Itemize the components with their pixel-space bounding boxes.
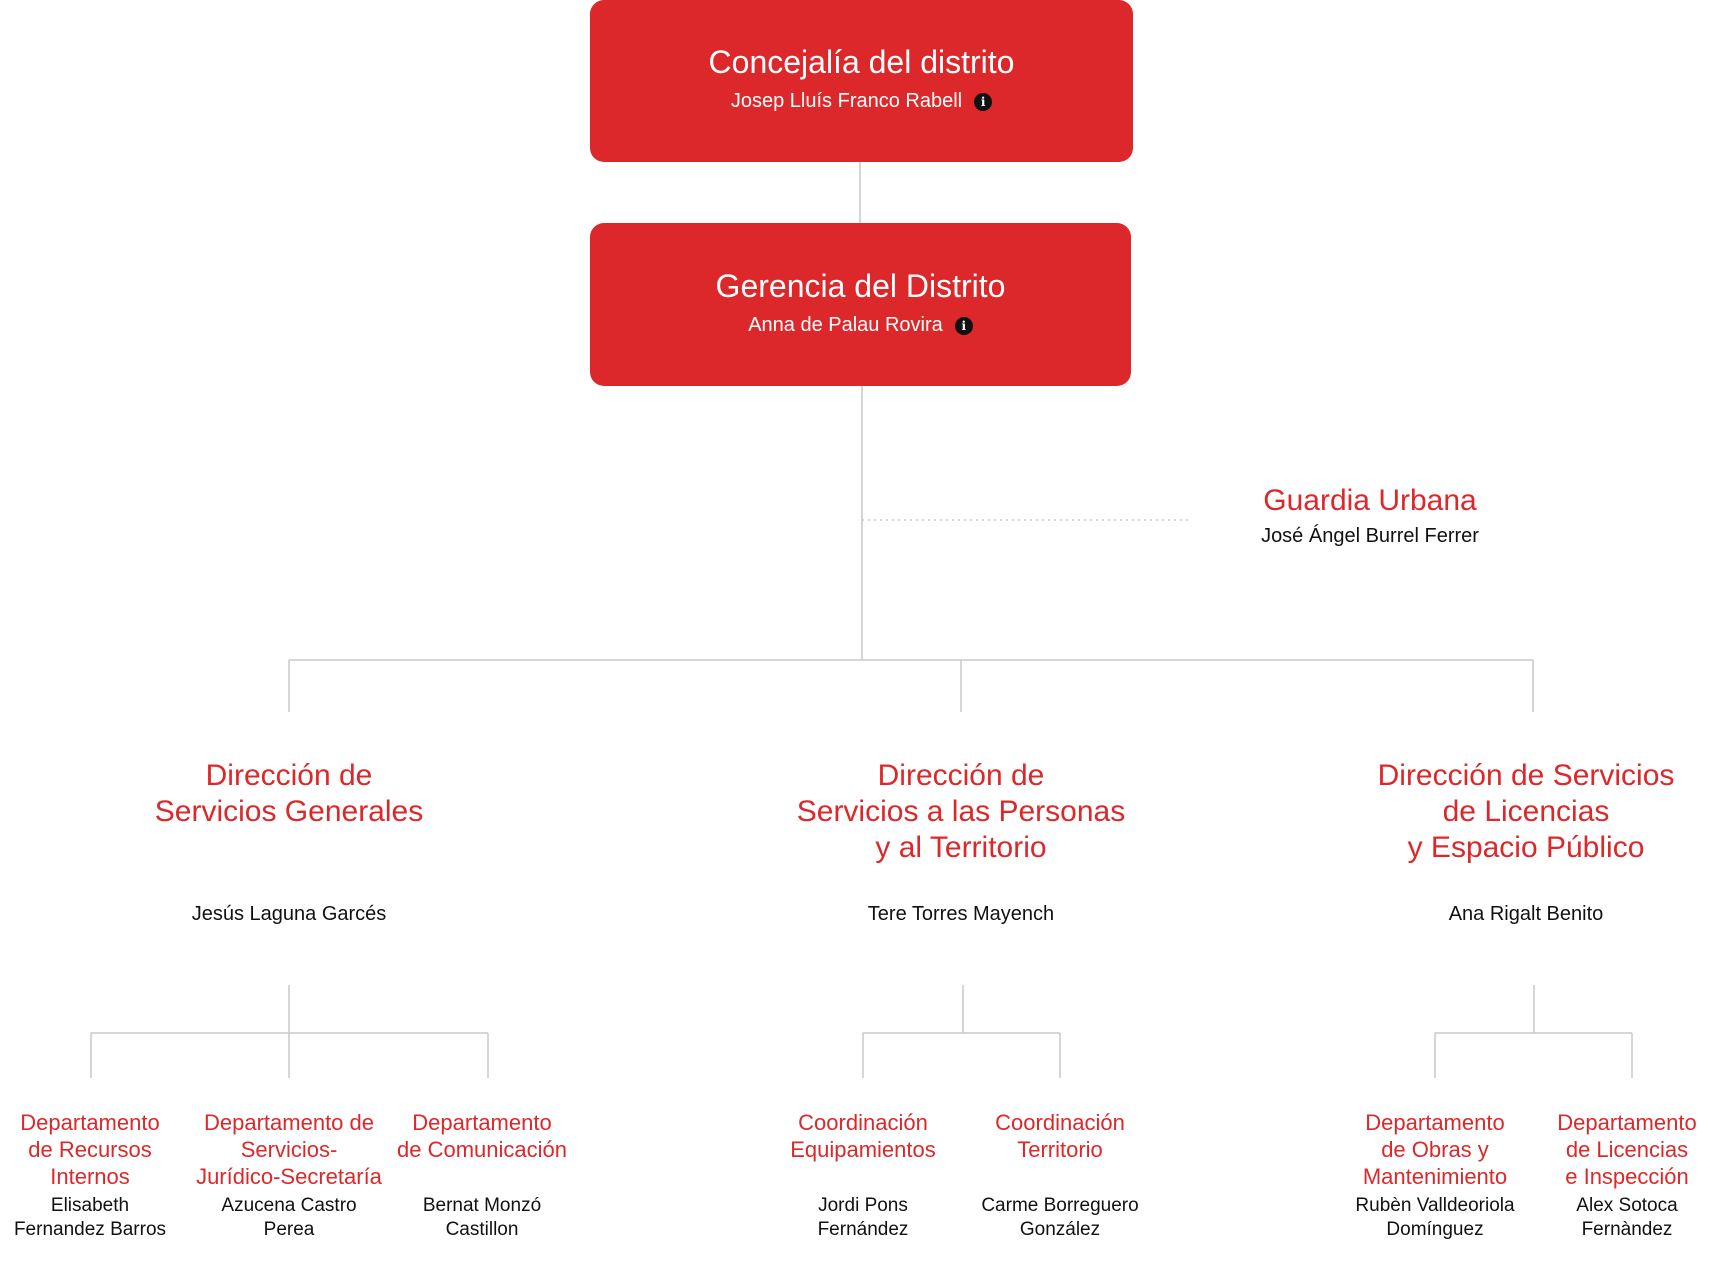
department-title: Departamento de Licencias e Inspección [1557, 1110, 1697, 1189]
gerencia-person: Anna de Palau Rovira [748, 314, 943, 336]
concejalia-person-row: Josep Lluís Franco Rabell i [590, 90, 1133, 113]
department-title: Departamento de Recursos Internos [20, 1110, 160, 1189]
department-node[interactable]: Departamento de Obras y Mantenimiento Ru… [1336, 1109, 1534, 1242]
direccion-title: Dirección de Servicios de Licencias y Es… [1377, 759, 1675, 864]
direccion-person: Jesús Laguna Garcés [191, 903, 387, 925]
guardia-person: José Ángel Burrel Ferrer [1261, 525, 1479, 547]
department-title: Departamento de Obras y Mantenimiento [1362, 1110, 1508, 1189]
gerencia-person-row: Anna de Palau Rovira i [590, 314, 1131, 337]
guardia-node[interactable]: Guardia Urbana José Ángel Burrel Ferrer [1200, 483, 1540, 549]
gerencia-title: Gerencia del Distrito [715, 268, 1006, 304]
department-title: Coordinación Equipamientos [790, 1110, 936, 1162]
department-node[interactable]: Departamento de Servicios- Jurídico-Secr… [186, 1109, 392, 1242]
gerencia-box[interactable]: Gerencia del Distrito Anna de Palau Rovi… [590, 223, 1131, 386]
department-node[interactable]: Departamento de Licencias e Inspección A… [1546, 1109, 1708, 1242]
department-person: Rubèn Valldeoriola Domínguez [1355, 1195, 1515, 1240]
department-person: Jordi Pons Fernández [817, 1195, 909, 1240]
department-title: Departamento de Servicios- Jurídico-Secr… [196, 1110, 382, 1189]
direccion-person: Tere Torres Mayench [867, 903, 1055, 925]
guardia-title: Guardia Urbana [1263, 484, 1477, 517]
department-person: Alex Sotoca Fernàndez [1576, 1195, 1678, 1240]
department-node[interactable]: Coordinación Equipamientos Jordi Pons Fe… [773, 1109, 953, 1242]
concejalia-box[interactable]: Concejalía del distrito Josep Lluís Fran… [590, 0, 1133, 162]
concejalia-title: Concejalía del distrito [708, 44, 1015, 80]
direccion-node[interactable]: Dirección de Servicios a las Personas y … [771, 758, 1151, 866]
concejalia-person: Josep Lluís Franco Rabell [730, 90, 963, 112]
direccion-node[interactable]: Dirección de Servicios de Licencias y Es… [1346, 758, 1706, 866]
department-node[interactable]: Departamento de Recursos Internos Elisab… [0, 1109, 180, 1242]
department-person: Bernat Monzó Castillon [422, 1195, 542, 1240]
direccion-person-node: Ana Rigalt Benito [1346, 901, 1706, 927]
direccion-person: Ana Rigalt Benito [1448, 903, 1604, 925]
department-person: Azucena Castro Perea [221, 1195, 357, 1240]
info-icon[interactable]: i [974, 93, 993, 111]
department-node[interactable]: Coordinación Territorio Carme Borreguero… [962, 1109, 1158, 1242]
department-person: Elisabeth Fernandez Barros [13, 1195, 167, 1240]
department-title: Departamento de Comunicación [397, 1110, 567, 1162]
department-node[interactable]: Departamento de Comunicación Bernat Monz… [392, 1109, 572, 1242]
info-icon[interactable]: i [954, 317, 973, 335]
direccion-person-node: Tere Torres Mayench [771, 901, 1151, 927]
department-title: Coordinación Territorio [995, 1110, 1125, 1162]
direccion-node[interactable]: Dirección de Servicios Generales [114, 758, 464, 830]
direccion-title: Dirección de Servicios Generales [154, 759, 424, 828]
department-person: Carme Borreguero González [981, 1195, 1139, 1240]
direccion-title: Dirección de Servicios a las Personas y … [796, 759, 1126, 864]
direccion-person-node: Jesús Laguna Garcés [114, 901, 464, 927]
